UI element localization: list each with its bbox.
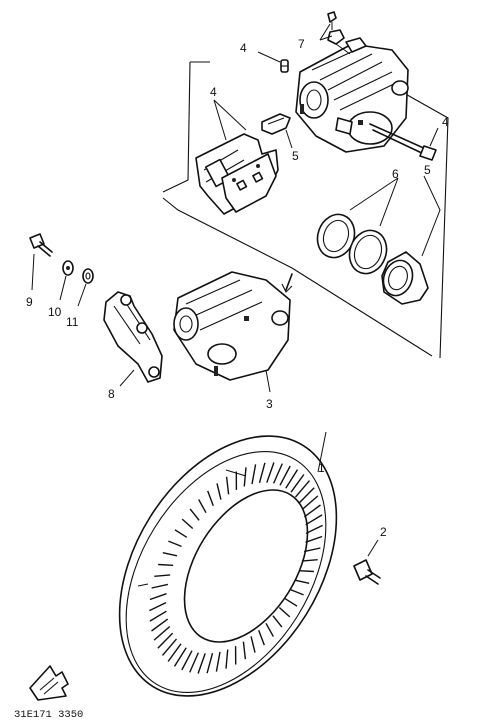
bleed-screw-parts — [319, 11, 351, 55]
disc-vent-slot — [294, 480, 311, 498]
disc-vent-slot — [173, 647, 187, 667]
upper-small-pin — [257, 51, 289, 73]
callout-7: 7 — [298, 37, 305, 51]
disc-vent-slot — [181, 518, 194, 530]
disc-vent-slot — [198, 499, 207, 514]
disc-vent-slot — [250, 636, 256, 653]
disc-vent-slot — [305, 535, 323, 543]
disc-vent-slot — [265, 622, 274, 637]
callout-labels: 1 2 3 4 4 4 5 5 6 7 8 9 10 11 — [26, 37, 449, 539]
disc-vent-slot — [168, 540, 182, 548]
disc-vent-slot — [298, 487, 315, 504]
disc-vent-slot — [162, 552, 178, 557]
front-direction-arrow-icon — [29, 665, 69, 701]
caliper-long-bolt — [369, 123, 439, 161]
disc-vent-slot — [216, 483, 222, 500]
piston-seal-set — [316, 175, 441, 305]
disc-vent-slot — [303, 547, 321, 553]
disc-vent-slot — [258, 462, 266, 483]
exploded-view-boundary — [162, 61, 449, 359]
disc-vent-slot — [272, 615, 283, 628]
disc-vent-slot — [298, 570, 314, 573]
disc-vent-slot — [151, 618, 169, 632]
disc-vent-slot — [181, 650, 193, 671]
callout-1: 1 — [318, 461, 325, 475]
callout-3: 3 — [266, 397, 273, 411]
disc-vent-slots — [149, 462, 323, 674]
disc-vent-slot — [284, 598, 298, 607]
disc-vent-slot — [149, 593, 167, 601]
disc-vent-slot — [158, 563, 174, 566]
callout-4-pin: 4 — [240, 41, 247, 55]
disc-vent-slot — [215, 651, 221, 672]
callout-2: 2 — [380, 525, 387, 539]
brake-disc — [118, 431, 338, 697]
disc-vent-slot — [305, 514, 323, 526]
disc-vent-slot — [303, 504, 321, 518]
callout-8: 8 — [108, 387, 115, 401]
callout-5-piston: 5 — [424, 163, 431, 177]
disc-vent-slot — [290, 474, 305, 493]
callout-6: 6 — [392, 167, 399, 181]
disc-vent-slot — [151, 583, 169, 589]
callout-11: 11 — [66, 315, 79, 329]
disc-vent-slot — [197, 653, 206, 674]
disc-vent-slot — [301, 559, 318, 562]
callout-4-bolt: 4 — [442, 115, 449, 129]
disc-vent-slot — [294, 579, 310, 584]
disc-vent-slot — [266, 462, 275, 483]
caliper-lower-assembly — [173, 271, 291, 393]
disc-vent-slot — [272, 463, 283, 484]
callout-4-pads: 4 — [210, 85, 217, 99]
disc-vent-slot — [305, 524, 323, 535]
disc-vent-slot — [242, 641, 247, 660]
disc-vent-slot — [149, 601, 167, 612]
disc-vent-slot — [189, 508, 200, 521]
disc-vent-slot — [243, 467, 247, 487]
callout-9: 9 — [26, 295, 33, 309]
caliper-support-bracket — [103, 291, 163, 387]
assembly-direction-arrow — [281, 273, 293, 293]
disc-vent-slot — [207, 490, 214, 506]
disc-vent-slot — [290, 588, 304, 596]
pad-spring-clip — [261, 113, 293, 149]
disc-mounting-bolt — [353, 539, 381, 585]
disc-vent-slot — [174, 529, 188, 538]
disc-vent-slot — [251, 464, 257, 485]
disc-vent-slot — [161, 638, 178, 656]
disc-vent-slot — [301, 495, 319, 511]
disc-vent-slot — [206, 653, 214, 674]
disc-vent-slot — [258, 630, 265, 646]
caliper-upper-assembly — [295, 37, 409, 153]
callout-5-clip: 5 — [292, 149, 299, 163]
disc-vent-slot — [189, 652, 200, 673]
disc-vent-slot — [225, 649, 229, 669]
diagram-reference-code: 31E171 3350 — [14, 709, 83, 721]
callout-10: 10 — [48, 305, 62, 319]
disc-vent-slot — [154, 574, 171, 577]
disc-vent-slot — [278, 606, 291, 618]
mounting-hardware — [29, 233, 94, 307]
disc-vent-slot — [149, 610, 167, 622]
disc-vent-slot — [167, 643, 182, 662]
disc-vent-slot — [285, 469, 299, 489]
disc-vent-slot — [157, 632, 174, 649]
disc-vent-slot — [225, 476, 230, 495]
disc-vent-slot — [279, 465, 291, 486]
disc-vent-slot — [153, 625, 171, 641]
brake-pad-set — [195, 99, 279, 215]
